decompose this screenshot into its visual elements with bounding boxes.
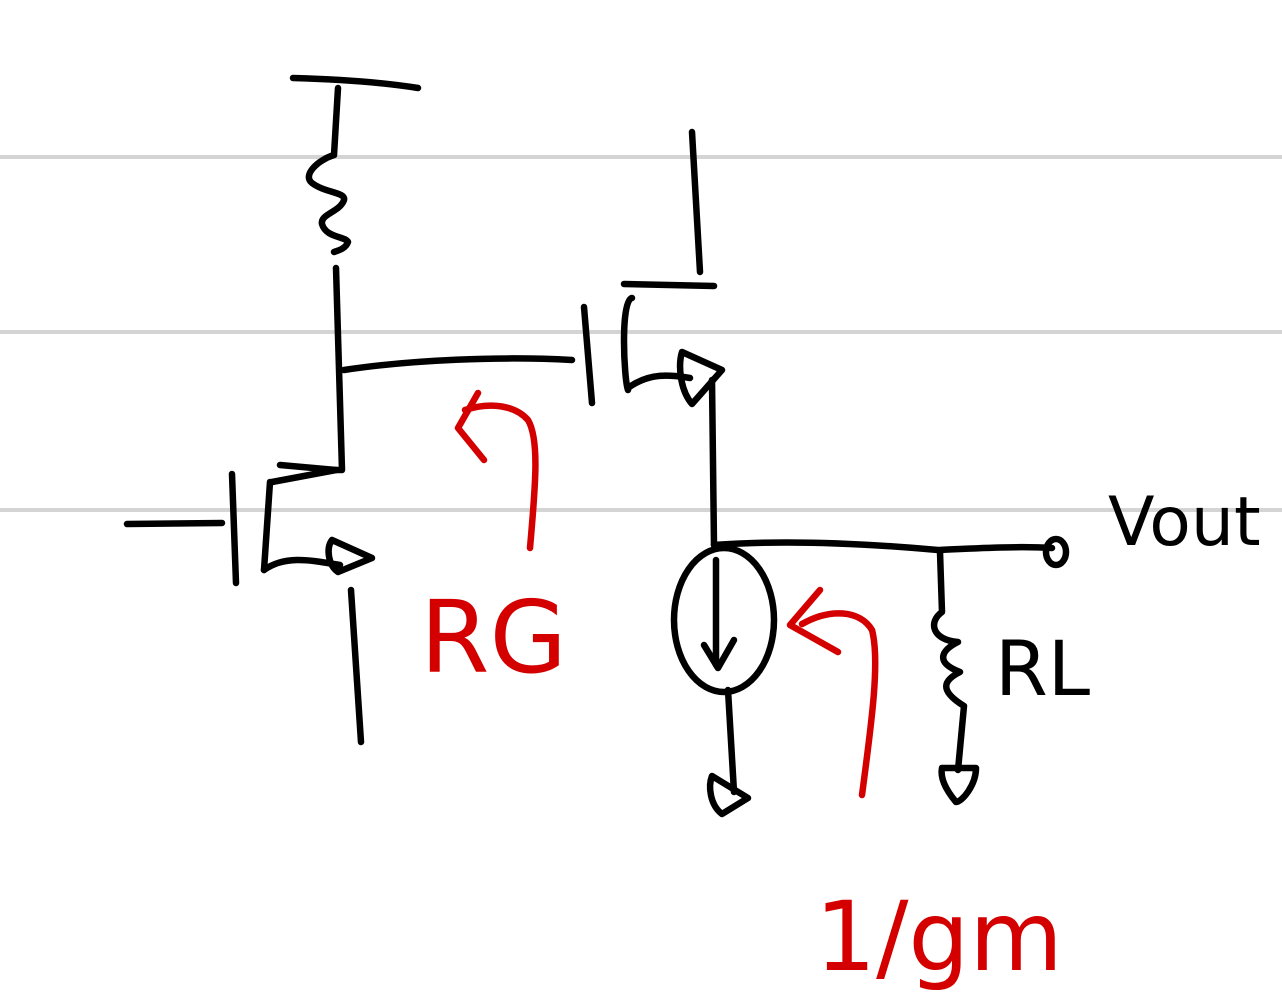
load-resistor-rl	[930, 548, 980, 806]
m2-gate-plate	[580, 303, 596, 407]
ruled-lines	[0, 155, 1282, 512]
transistor-m1	[123, 466, 376, 746]
output-terminal	[1042, 535, 1070, 569]
m1-source-wire	[347, 586, 365, 746]
m2-source-arrow	[676, 348, 726, 408]
current-source-ground-wire	[724, 686, 738, 796]
current-source-circle	[670, 544, 778, 696]
load-resistor-stage1	[305, 84, 352, 256]
m1-gate-plate	[228, 470, 240, 587]
output-node-wire	[710, 539, 1056, 554]
m2-drain-wire	[688, 128, 704, 276]
gm-arrow	[786, 586, 879, 799]
one-over-gm-label: 1/gm	[815, 881, 1063, 993]
m1-drain-lead	[268, 466, 340, 486]
rg-label: RG	[420, 579, 567, 696]
m2-source-lead	[624, 372, 694, 392]
ground-symbol-2	[938, 764, 980, 806]
m2-source-wire	[708, 376, 718, 549]
m2-drain-lead	[620, 280, 718, 290]
m1-channel	[260, 478, 274, 574]
transistor-m2	[580, 128, 726, 549]
rl-resistor	[930, 548, 968, 774]
current-source	[670, 544, 778, 818]
m2-channel	[620, 294, 636, 394]
vout-label: Vout	[1108, 483, 1261, 562]
current-source-arrowhead	[700, 636, 738, 672]
rl-label: RL	[995, 624, 1090, 713]
m1-source-arrow	[325, 536, 376, 576]
stage1-drain-wire	[276, 264, 346, 474]
ground-symbol-1	[706, 772, 752, 818]
gate-connection-wire	[340, 355, 576, 374]
rg-arrow	[454, 389, 539, 552]
supply-rail	[289, 74, 422, 92]
m1-input-lead	[123, 519, 226, 528]
